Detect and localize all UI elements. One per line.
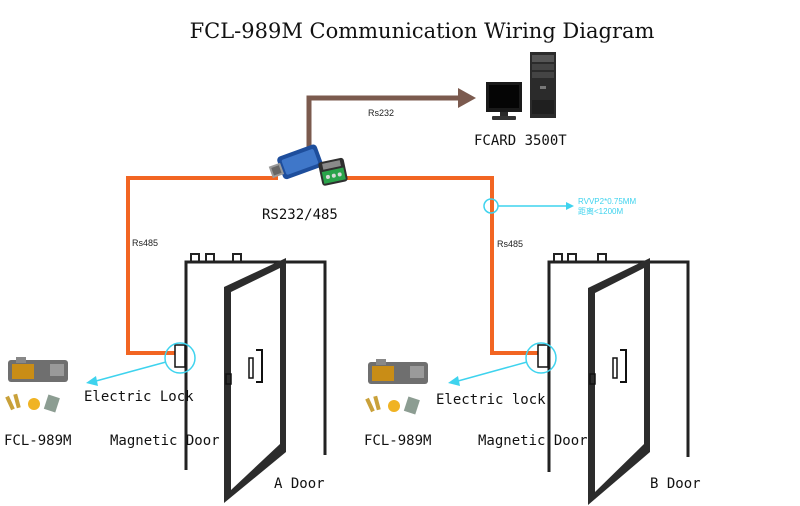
door-b	[448, 253, 690, 505]
desktop-pc-icon	[486, 52, 556, 120]
electric-lock-b-label: Electric lock	[436, 392, 546, 408]
rs485-label-right: Rs485	[497, 239, 523, 249]
rs232-label: Rs232	[368, 108, 394, 118]
door-handle-b	[620, 349, 627, 383]
controller-a-label: FCL-989M	[4, 433, 71, 449]
door-handle-a	[256, 349, 263, 383]
computer-label: FCARD 3500T	[474, 133, 567, 149]
magnetic-door-a-label: Magnetic Door	[110, 433, 220, 449]
door-a-label: A Door	[274, 476, 325, 492]
key-set-icon	[365, 395, 420, 415]
rs485-wire-left	[126, 176, 278, 355]
magnetic-door-b-label: Magnetic Door	[478, 433, 588, 449]
diagram-title: FCL-989M Communication Wiring Diagram	[190, 19, 655, 43]
controller-b-label: FCL-989M	[364, 433, 431, 449]
cable-spec-line2: 距离<1200M	[578, 206, 623, 216]
door-a	[86, 253, 327, 503]
cable-spec-callout	[483, 198, 574, 214]
electric-lock-icon	[8, 357, 68, 382]
electric-lock-icon	[368, 359, 428, 384]
rs485-label-left: Rs485	[132, 238, 158, 248]
magnetic-lock-b	[537, 344, 549, 368]
cable-spec-line1: RVVP2*0.75MM	[578, 197, 636, 206]
door-b-label: B Door	[650, 476, 701, 492]
magnetic-lock-a	[174, 344, 186, 368]
rs485-wire-right	[345, 176, 538, 355]
converter-label: RS232/485	[262, 207, 338, 223]
electric-lock-a-label: Electric Lock	[84, 389, 194, 405]
rs232-485-converter-icon	[268, 144, 348, 186]
key-set-icon	[5, 393, 60, 413]
rs232-wire	[306, 88, 476, 158]
